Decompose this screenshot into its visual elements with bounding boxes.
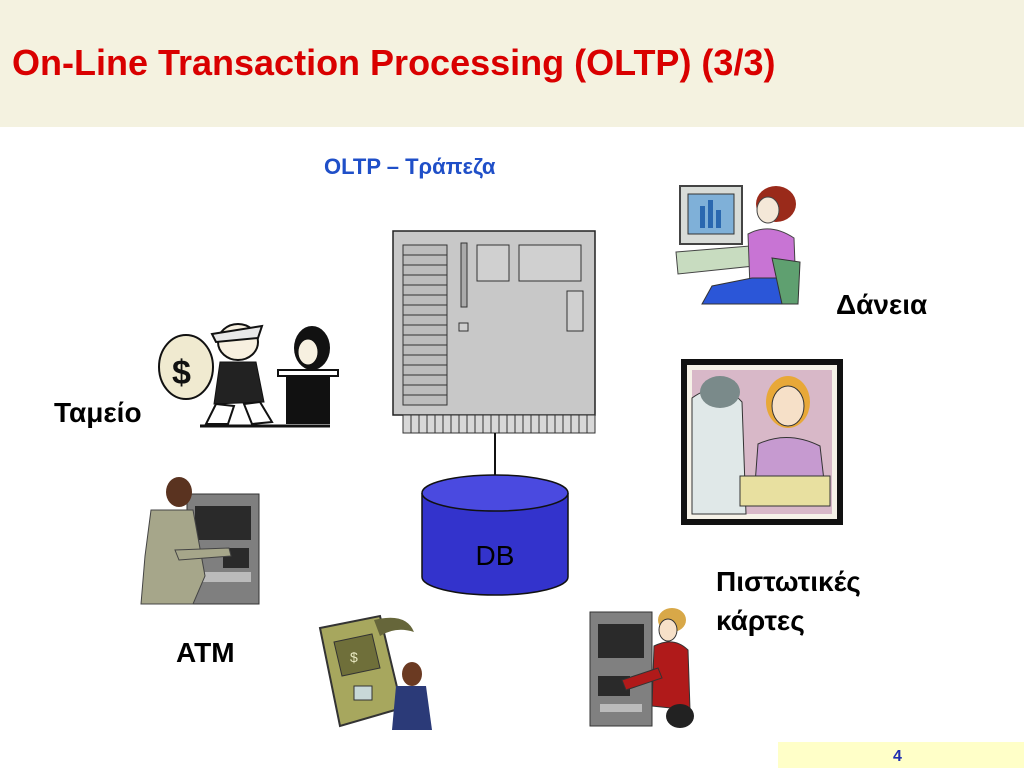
- page-number: 4: [893, 748, 902, 765]
- loans-clipart: [675, 185, 801, 305]
- svg-text:$: $: [350, 649, 358, 665]
- label-atm: ATM: [176, 637, 235, 668]
- svg-text:$: $: [172, 354, 191, 392]
- teller-clipart: $: [158, 323, 339, 428]
- slide-title: On-Line Transaction Processing (OLTP) (3…: [12, 42, 776, 83]
- label-teller: Ταμείο: [54, 397, 142, 428]
- label-loans: Δάνεια: [836, 289, 928, 320]
- label-credit-cards-line2: κάρτες: [716, 605, 805, 636]
- diagram-subtitle: OLTP – Τράπεζα: [324, 154, 496, 179]
- credit-cards-clipart: [681, 359, 843, 525]
- database-cylinder: DB: [421, 474, 569, 596]
- label-credit-cards-line1: Πιστωτικές: [716, 566, 861, 597]
- server-icon: [392, 230, 596, 434]
- db-label: DB: [476, 540, 515, 571]
- server-database-diagram: DB: [392, 230, 596, 596]
- atm-user-clipart: $: [318, 614, 432, 730]
- page-number-box: [778, 742, 1024, 768]
- atm-man-clipart: [140, 477, 260, 605]
- atm-woman-clipart: [589, 608, 694, 728]
- title-bar: [0, 0, 1024, 127]
